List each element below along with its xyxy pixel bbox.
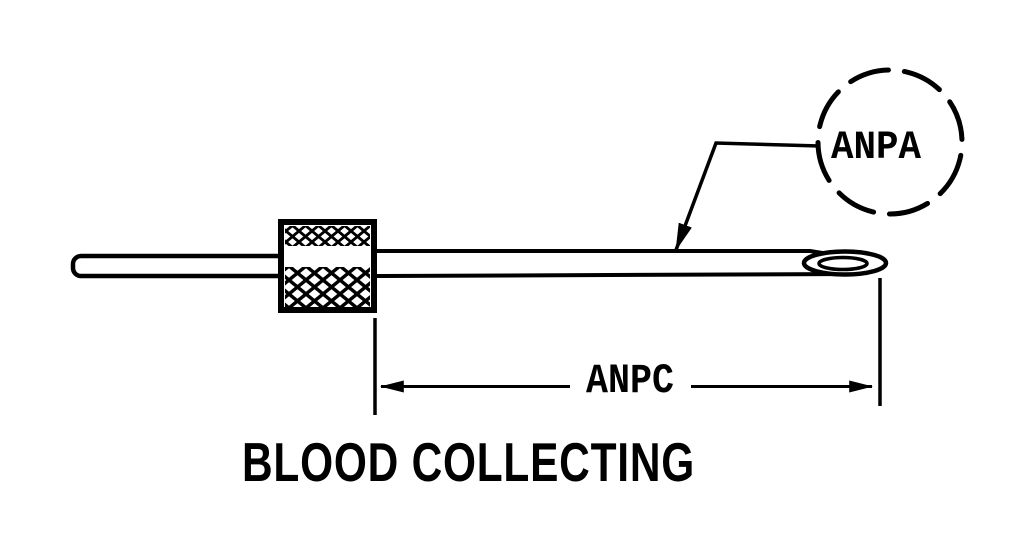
needle-hub-knurl-bottom <box>285 267 370 307</box>
needle-rear-tube <box>70 253 288 279</box>
callout-label: ANPA <box>831 126 921 171</box>
needle-hub-knurl-top <box>285 226 370 246</box>
callout-leader-arrow <box>674 141 821 252</box>
dimension-label: ANPC <box>586 357 674 405</box>
figure-title: BLOOD COLLECTING <box>242 431 695 493</box>
callout-circle <box>815 67 965 217</box>
needle-lumen-opening <box>817 255 869 272</box>
needle-hub <box>278 219 377 313</box>
